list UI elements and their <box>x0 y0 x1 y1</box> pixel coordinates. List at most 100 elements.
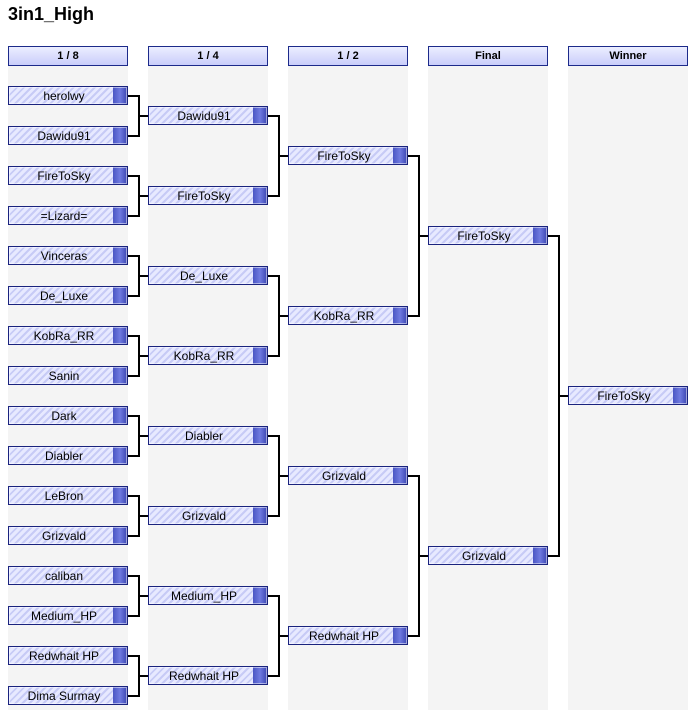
player-name: Grizvald <box>461 548 506 563</box>
player-slot-r8-2[interactable]: Dawidu91 <box>8 126 128 145</box>
player-slot-r4-1[interactable]: Dawidu91 <box>148 106 268 125</box>
bracket-connector <box>268 515 278 517</box>
bracket-connector <box>278 155 288 157</box>
player-name: Medium_HP <box>170 588 238 603</box>
player-slot-final-2[interactable]: Grizvald <box>428 546 548 565</box>
bracket-connector <box>138 675 148 677</box>
player-name: Dawidu91 <box>37 128 91 143</box>
page-title: 3in1_High <box>8 4 95 24</box>
bracket-connector <box>128 255 138 257</box>
player-slot-r8-3[interactable]: FireToSky <box>8 166 128 185</box>
bracket-connector <box>268 355 278 357</box>
bracket-connector <box>128 495 138 497</box>
bracket-connector <box>128 175 138 177</box>
player-slot-winner[interactable]: FireToSky <box>568 386 688 405</box>
bracket-connector <box>128 695 138 697</box>
bracket-connector <box>128 415 138 417</box>
player-name: Redwhait HP <box>28 648 100 663</box>
player-slot-r8-9[interactable]: Dark <box>8 406 128 425</box>
column-header-winner: Winner <box>568 46 688 66</box>
player-slot-r2-4[interactable]: Redwhait HP <box>288 626 408 645</box>
player-slot-r2-1[interactable]: FireToSky <box>288 146 408 165</box>
bracket-connector <box>128 575 138 577</box>
player-name: Vinceras <box>40 248 88 263</box>
bracket-connector <box>278 635 288 637</box>
bracket-connector <box>408 475 418 477</box>
bracket-connector <box>418 235 428 237</box>
player-slot-r8-11[interactable]: LeBron <box>8 486 128 505</box>
column-header-1-4: 1 / 4 <box>148 46 268 66</box>
player-name: KobRa_RR <box>313 308 375 323</box>
column-header-1-8: 1 / 8 <box>8 46 128 66</box>
player-slot-r4-5[interactable]: Diabler <box>148 426 268 445</box>
player-slot-r8-13[interactable]: caliban <box>8 566 128 585</box>
bracket-connector <box>548 235 558 237</box>
player-name: FireToSky <box>597 388 651 403</box>
bracket-connector <box>408 155 418 157</box>
bracket-connector <box>138 115 148 117</box>
player-slot-r2-3[interactable]: Grizvald <box>288 466 408 485</box>
player-slot-r8-8[interactable]: Sanin <box>8 366 128 385</box>
player-slot-r4-8[interactable]: Redwhait HP <box>148 666 268 685</box>
player-slot-r8-12[interactable]: Grizvald <box>8 526 128 545</box>
bracket-connector <box>268 675 278 677</box>
bracket-connector <box>128 615 138 617</box>
column-1-2-background <box>288 66 408 710</box>
player-name: Dima Surmay <box>27 688 101 703</box>
bracket-connector <box>138 195 148 197</box>
column-header-final: Final <box>428 46 548 66</box>
player-slot-r4-2[interactable]: FireToSky <box>148 186 268 205</box>
bracket-connector <box>268 595 278 597</box>
player-slot-r8-6[interactable]: De_Luxe <box>8 286 128 305</box>
player-slot-r8-1[interactable]: herolwy <box>8 86 128 105</box>
player-slot-r2-2[interactable]: KobRa_RR <box>288 306 408 325</box>
bracket-connector <box>138 355 148 357</box>
player-name: Dawidu91 <box>177 108 231 123</box>
player-slot-r8-4[interactable]: =Lizard= <box>8 206 128 225</box>
player-slot-r4-7[interactable]: Medium_HP <box>148 586 268 605</box>
player-name: FireToSky <box>457 228 511 243</box>
player-slot-r8-5[interactable]: Vinceras <box>8 246 128 265</box>
player-name: Sanin <box>48 368 80 383</box>
bracket-connector <box>408 315 418 317</box>
bracket-connector <box>128 215 138 217</box>
player-slot-r4-6[interactable]: Grizvald <box>148 506 268 525</box>
player-slot-r8-7[interactable]: KobRa_RR <box>8 326 128 345</box>
player-slot-r8-14[interactable]: Medium_HP <box>8 606 128 625</box>
player-name: FireToSky <box>177 188 231 203</box>
player-name: Grizvald <box>41 528 86 543</box>
player-name: De_Luxe <box>39 288 89 303</box>
player-name: caliban <box>44 568 84 583</box>
column-header-1-2: 1 / 2 <box>288 46 408 66</box>
player-name: KobRa_RR <box>173 348 235 363</box>
player-name: De_Luxe <box>179 268 229 283</box>
player-slot-r8-10[interactable]: Diabler <box>8 446 128 465</box>
bracket-connector <box>128 135 138 137</box>
bracket-connector <box>278 315 288 317</box>
bracket-connector <box>408 635 418 637</box>
player-slot-r4-3[interactable]: De_Luxe <box>148 266 268 285</box>
player-name: herolwy <box>43 88 85 103</box>
bracket-connector <box>128 295 138 297</box>
bracket-connector <box>128 455 138 457</box>
player-name: FireToSky <box>317 148 371 163</box>
player-name: KobRa_RR <box>33 328 95 343</box>
player-name: Grizvald <box>321 468 366 483</box>
player-name: Diabler <box>184 428 223 443</box>
player-name: Grizvald <box>181 508 226 523</box>
bracket-connector <box>278 475 288 477</box>
player-name: Diabler <box>44 448 83 463</box>
bracket-connector <box>128 95 138 97</box>
player-name: Redwhait HP <box>168 668 240 683</box>
player-slot-r8-16[interactable]: Dima Surmay <box>8 686 128 705</box>
player-slot-r8-15[interactable]: Redwhait HP <box>8 646 128 665</box>
bracket-connector <box>128 335 138 337</box>
bracket-connector <box>138 595 148 597</box>
column-final-background <box>428 66 548 710</box>
player-name: FireToSky <box>37 168 91 183</box>
bracket-connector <box>268 115 278 117</box>
player-slot-final-1[interactable]: FireToSky <box>428 226 548 245</box>
player-slot-r4-4[interactable]: KobRa_RR <box>148 346 268 365</box>
bracket-connector <box>418 555 428 557</box>
player-name: LeBron <box>44 488 84 503</box>
